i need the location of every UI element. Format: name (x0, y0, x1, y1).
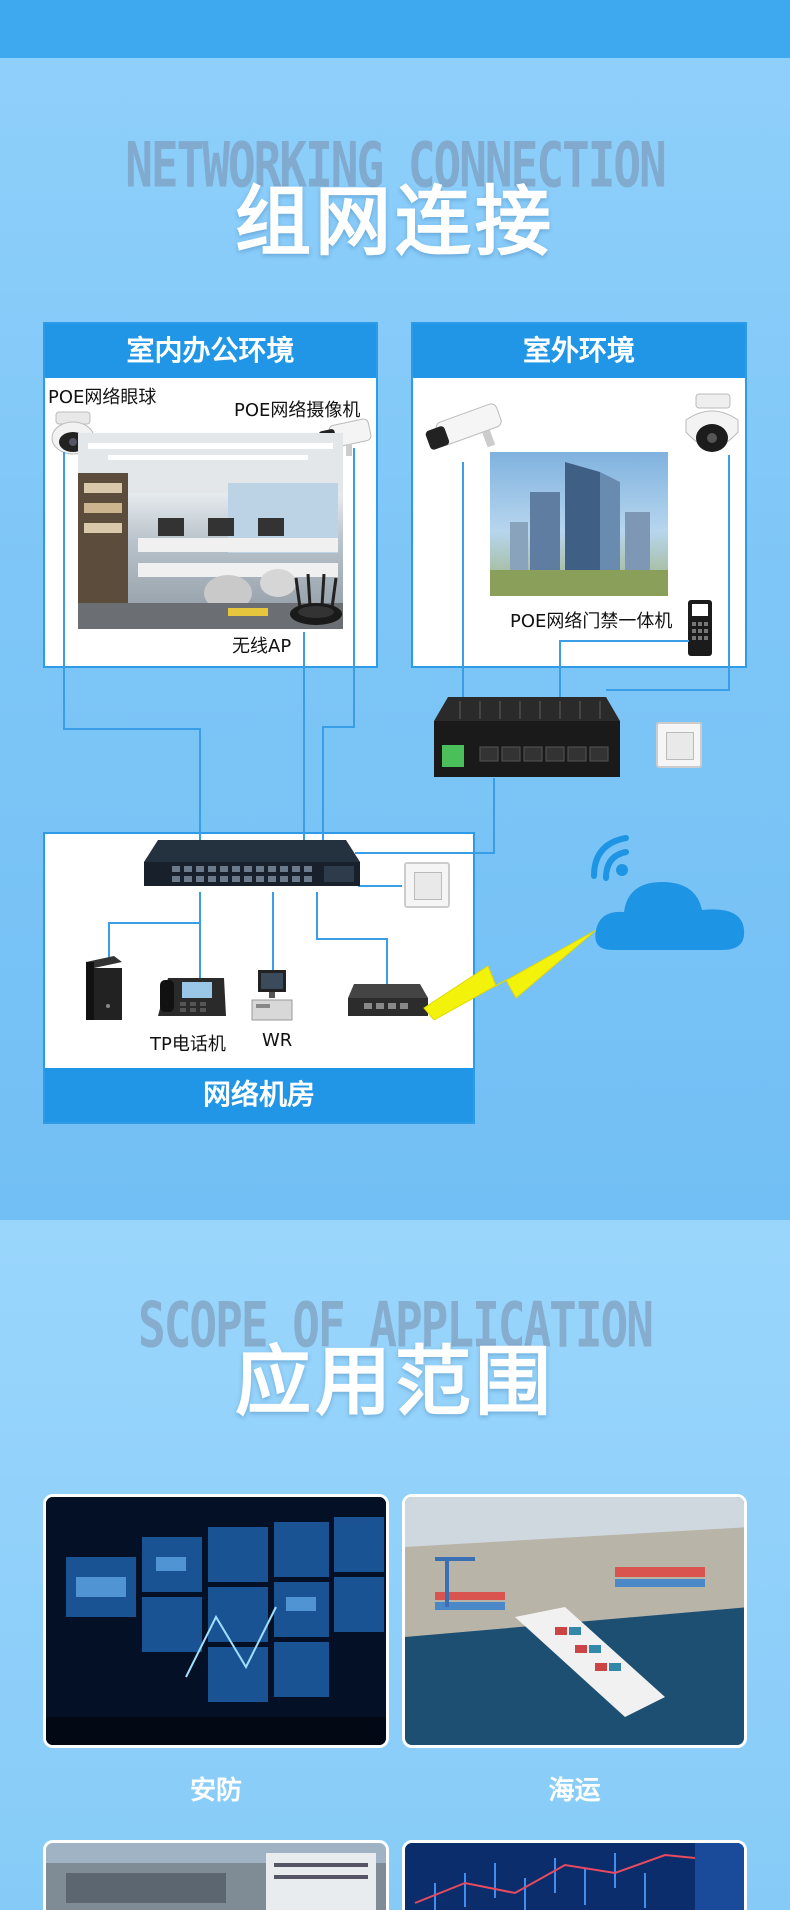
indoor-panel-header: 室内办公环境 (45, 324, 376, 378)
wire-router-across (316, 938, 388, 940)
wire-ap-to-switch (303, 632, 305, 844)
desktop-pc-icon (86, 956, 122, 1020)
wire-bullet-across (322, 726, 355, 728)
server-room-footer: 网络机房 (45, 1068, 473, 1122)
networking-title: 组网连接 (235, 177, 555, 266)
wire-access-down (559, 640, 561, 702)
wire-wr-down (272, 892, 274, 974)
wire-industrial-to-switch (355, 852, 495, 854)
wire-outdoor-camera (462, 462, 464, 702)
wire-speed-dome-across (606, 689, 730, 691)
access-control-label: POE网络门禁一体机 (510, 611, 673, 632)
outdoor-bullet-camera-icon (425, 403, 502, 450)
core-switch-icon (144, 840, 360, 886)
factory-scene (46, 1843, 386, 1910)
server-room-power-socket (404, 862, 450, 908)
security-photo (43, 1494, 389, 1748)
outdoor-panel-header: 室外环境 (413, 324, 745, 378)
finance-chart-scene (405, 1843, 744, 1910)
application-title: 应用范围 (235, 1337, 555, 1426)
finance-photo (402, 1840, 747, 1910)
wireless-ap-label: 无线AP (232, 636, 292, 657)
wire-dome-across (63, 728, 201, 730)
building-scene (490, 462, 668, 596)
factory-photo (43, 1840, 389, 1910)
cloud-icon (595, 882, 745, 950)
wire-speed-dome-down (728, 455, 730, 691)
wire-pc-down (108, 922, 110, 958)
lightning-bolt-icon (423, 929, 597, 1020)
ip-phone-icon (158, 978, 226, 1016)
dome-camera-label: POE网络眼球 (48, 387, 157, 408)
wire-phone-down (199, 892, 201, 978)
wire-pc-across (108, 922, 200, 924)
wire-dome-down (63, 452, 65, 730)
shipping-caption: 海运 (548, 1776, 601, 1806)
shipping-port-scene (405, 1497, 744, 1745)
wire-access-across (559, 640, 689, 642)
outdoor-power-socket (656, 722, 702, 768)
wire-dome-to-switch (199, 728, 201, 844)
network-router-icon (348, 984, 428, 1016)
building-photo (490, 452, 668, 596)
bullet-camera-label: POE网络摄像机 (234, 400, 361, 421)
top-bar (0, 0, 790, 58)
wire-switch-socket (358, 885, 402, 887)
wire-bullet-to-switch (322, 726, 324, 844)
wireless-signal-icon (591, 835, 629, 881)
networking-bg-title: NETWORKING CONNECTION (125, 128, 667, 202)
wire-router-to-device (386, 938, 388, 986)
speed-dome-camera-icon (685, 393, 739, 452)
industrial-switch-icon (434, 697, 620, 777)
application-bg-title: SCOPE OF APPLICATION (138, 1288, 654, 1362)
wr-label: WR (262, 1030, 293, 1051)
wr-workstation-icon (251, 970, 293, 1021)
ip-phone-label: TP电话机 (150, 1034, 226, 1055)
wireless-ap-icon (290, 574, 342, 625)
wire-router-down (316, 892, 318, 940)
shipping-photo (402, 1494, 747, 1748)
security-monitor-wall (46, 1497, 386, 1745)
access-control-icon (688, 600, 712, 656)
wire-industrial-down (493, 778, 495, 852)
security-caption: 安防 (189, 1776, 242, 1806)
wire-bullet-down (353, 448, 355, 728)
